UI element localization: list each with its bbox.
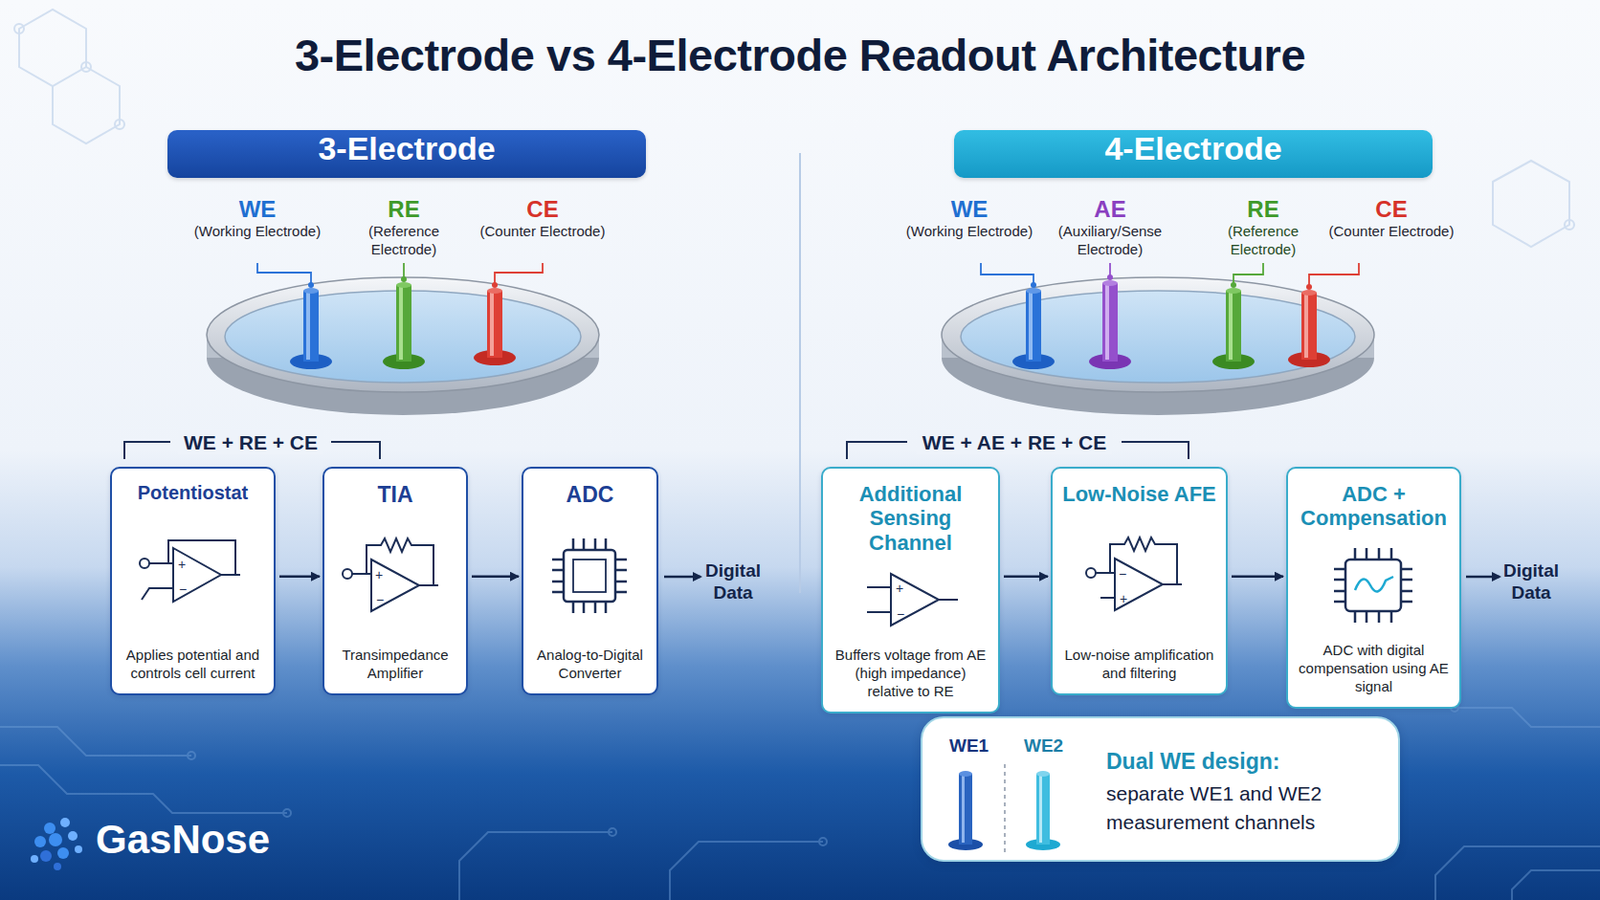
- bracket-label: WE + AE + RE + CE: [916, 430, 1112, 455]
- flow-arrow: [1231, 575, 1284, 578]
- svg-text:−: −: [376, 592, 384, 608]
- cell-dish-3: [206, 277, 600, 416]
- band-title: 3-Electrode: [167, 130, 646, 168]
- flow-arrow: [1003, 575, 1048, 578]
- electrode-name: WE: [219, 196, 296, 223]
- process-box: Additional Sensing ChannelBuffers voltag…: [821, 466, 1000, 714]
- electrode-name: WE: [931, 196, 1008, 223]
- electrode-name: AE: [1071, 196, 1149, 223]
- channel-label: WE2: [1023, 735, 1082, 757]
- box-body: Low-noise amplification and filtering: [1060, 645, 1219, 683]
- label: (Reference Electrode): [336, 222, 471, 259]
- panel-body: separate WE1 and WE2 measurement channel…: [1106, 779, 1389, 838]
- label: (Working Electrode): [190, 222, 325, 241]
- svg-text:+: +: [375, 567, 383, 583]
- label: (Working Electrode): [902, 222, 1037, 241]
- box-body: ADC with digital compensation using AE s…: [1295, 641, 1452, 696]
- flow-arrow: [471, 575, 519, 578]
- re-electrode: [1212, 288, 1255, 370]
- ce-electrode: [1288, 289, 1331, 368]
- potentiostat-opamp-symbol: +−: [130, 536, 255, 614]
- cell-dish-4: [941, 277, 1375, 416]
- box-body: Analog-to-Digital Converter: [531, 645, 649, 683]
- label: (Counter Electrode): [1324, 222, 1459, 241]
- electrodes: [289, 280, 1331, 370]
- electrode-name: RE: [365, 196, 443, 223]
- process-box: ADC + CompensationADC with digital compe…: [1286, 466, 1462, 710]
- svg-text:−: −: [1118, 566, 1127, 582]
- label: (Auxiliary/Sense Electrode): [1028, 222, 1192, 259]
- box-heading: ADC + Compensation: [1295, 482, 1452, 532]
- tia-opamp-symbol: +−: [337, 535, 453, 618]
- box-body: Applies potential and controls cell curr…: [119, 645, 267, 683]
- svg-text:+: +: [895, 580, 904, 597]
- box-heading: Low-Noise AFE: [1060, 482, 1219, 507]
- dsp-chip-symbol: [1328, 542, 1420, 629]
- afe-opamp-symbol: −+: [1081, 534, 1197, 617]
- we-electrode: [289, 288, 333, 370]
- bracket-label: WE + RE + CE: [177, 430, 324, 455]
- electrode-name: RE: [1224, 196, 1302, 223]
- we-electrode: [1012, 288, 1055, 370]
- panel-heading: Dual WE design:: [1106, 747, 1389, 777]
- label: Digital Data: [1497, 559, 1565, 604]
- svg-text:+: +: [1119, 591, 1128, 607]
- flow-arrow: [279, 575, 320, 578]
- divider: [799, 153, 801, 594]
- ce-electrode: [473, 288, 516, 366]
- buffer-opamp-symbol: +−: [857, 566, 963, 634]
- circuit-traces: [0, 704, 1600, 900]
- logo-icon: [30, 818, 83, 871]
- box-heading: Potentiostat: [119, 482, 267, 505]
- re-electrode: [382, 282, 425, 370]
- label: (Reference Electrode): [1196, 222, 1331, 259]
- process-box: ADC Analog-to-Digital Converter: [521, 466, 659, 696]
- adc-chip-symbol: [546, 533, 633, 620]
- dual-we-icon: [922, 760, 1086, 857]
- dual-we-panel: WE1 WE2Dual WE design:separate WE1 and WE…: [920, 716, 1400, 863]
- box-body: Transimpedance Amplifier: [332, 645, 459, 683]
- electrode-name: CE: [1353, 196, 1430, 223]
- box-heading: Additional Sensing Channel: [830, 482, 991, 556]
- box-heading: ADC: [531, 482, 649, 508]
- logo-text: GasNose: [95, 818, 270, 863]
- channel-label: WE1: [949, 735, 1007, 757]
- label: (Counter Electrode): [475, 222, 610, 241]
- process-box: PotentiostatApplies potential and contro…: [110, 466, 276, 696]
- ae-electrode: [1088, 280, 1132, 370]
- label: Digital Data: [699, 559, 767, 604]
- box-body: Buffers voltage from AE (high impedance)…: [830, 645, 991, 701]
- box-heading: TIA: [332, 482, 459, 508]
- header-band: 4-Electrode: [954, 130, 1433, 178]
- process-box: Low-Noise AFE Low-noise amplification and…: [1050, 466, 1228, 696]
- svg-text:−: −: [896, 606, 905, 623]
- process-box: TIATransimpedance Amplifier+−: [322, 466, 468, 696]
- header-band: 3-Electrode: [167, 130, 646, 178]
- band-title: 4-Electrode: [954, 130, 1433, 168]
- svg-text:−: −: [178, 581, 187, 598]
- leader-lines: [257, 263, 1359, 290]
- title: 3-Electrode vs 4-Electrode Readout Archi…: [0, 28, 1600, 82]
- svg-text:+: +: [177, 556, 186, 573]
- electrode-name: CE: [504, 196, 581, 223]
